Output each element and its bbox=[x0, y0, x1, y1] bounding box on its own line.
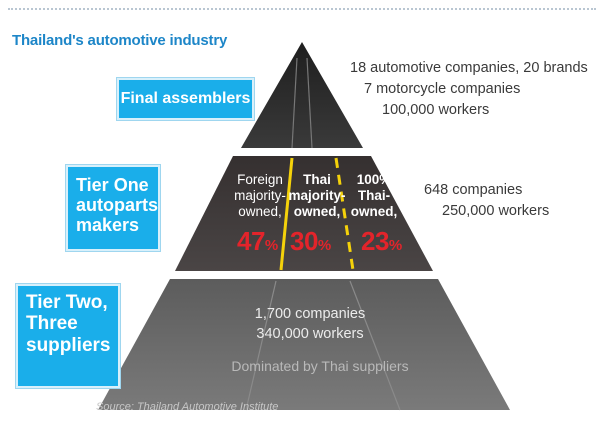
final-assemblers-fact: 18 automotive companies, 20 brands bbox=[350, 60, 588, 76]
lane-line-left-bottom bbox=[245, 280, 277, 411]
pyramid-tier-two bbox=[98, 279, 510, 410]
tier-two-facts: 1,700 companies 340,000 workers bbox=[240, 304, 380, 344]
tier-one-label-line: autoparts bbox=[76, 195, 159, 216]
tier-one-fact: 250,000 workers bbox=[442, 203, 550, 219]
lane-line-right-bottom bbox=[349, 280, 401, 411]
lane-divider-solid bbox=[279, 157, 294, 271]
tier-two-label: Tier Two, Three suppliers bbox=[16, 284, 120, 388]
segment-text: Foreign bbox=[237, 172, 283, 187]
segment-thai-owned: 100% Thai- owned, bbox=[347, 172, 401, 220]
final-assemblers-fact: 100,000 workers bbox=[382, 102, 490, 118]
percent-foreign-owned: 47% bbox=[237, 226, 278, 256]
tier-one-label-line: Tier One bbox=[76, 175, 149, 195]
source-credit: Source: Thailand Automotive Institute bbox=[96, 401, 279, 413]
segment-text: 100% bbox=[356, 172, 392, 187]
pyramid-tier-one bbox=[175, 156, 433, 271]
tier-two-note: Dominated by Thai suppliers bbox=[231, 358, 409, 374]
percent-thai-owned: 23% bbox=[361, 226, 402, 256]
top-dotted-divider bbox=[8, 8, 596, 10]
final-assemblers-fact: 7 motorcycle companies bbox=[364, 81, 521, 97]
tier-two-label-line: Tier Two, bbox=[26, 292, 108, 313]
final-assemblers-facts: 18 automotive companies, 20 brands 7 mot… bbox=[350, 58, 588, 121]
tier-two-fact: 1,700 companies bbox=[254, 306, 366, 322]
segment-text: majority- bbox=[234, 188, 286, 203]
diagram-title: Thailand's automotive industry bbox=[12, 32, 228, 49]
segment-text: owned, bbox=[238, 204, 282, 219]
tier-two-fact: 340,000 workers bbox=[256, 326, 364, 342]
segment-text: Thai bbox=[303, 172, 331, 187]
segment-foreign-owned: Foreign majority- owned, bbox=[228, 172, 292, 220]
segment-text: Thai- bbox=[357, 188, 391, 203]
lane-line-right-top bbox=[306, 57, 313, 149]
tier-two-label-line: Three bbox=[26, 313, 78, 335]
tier-one-facts: 648 companies 250,000 workers bbox=[424, 180, 549, 222]
segment-text: owned, bbox=[293, 204, 341, 219]
segment-text: majority- bbox=[288, 188, 346, 203]
tier-one-label-line: makers bbox=[76, 215, 140, 236]
percent-thai-majority: 30% bbox=[290, 226, 331, 256]
segment-thai-majority: Thai majority- owned, bbox=[288, 172, 346, 220]
lane-divider-dashed bbox=[334, 157, 355, 271]
pyramid-tier-final-assemblers bbox=[241, 42, 363, 148]
segment-text: owned, bbox=[350, 204, 398, 219]
tier-one-label: Tier One autoparts makers bbox=[66, 165, 160, 251]
tier-two-label-line: suppliers bbox=[26, 334, 111, 356]
tier-one-fact: 648 companies bbox=[424, 182, 523, 198]
final-assemblers-label: Final assemblers bbox=[117, 78, 254, 120]
lane-line-left-top bbox=[291, 57, 298, 149]
